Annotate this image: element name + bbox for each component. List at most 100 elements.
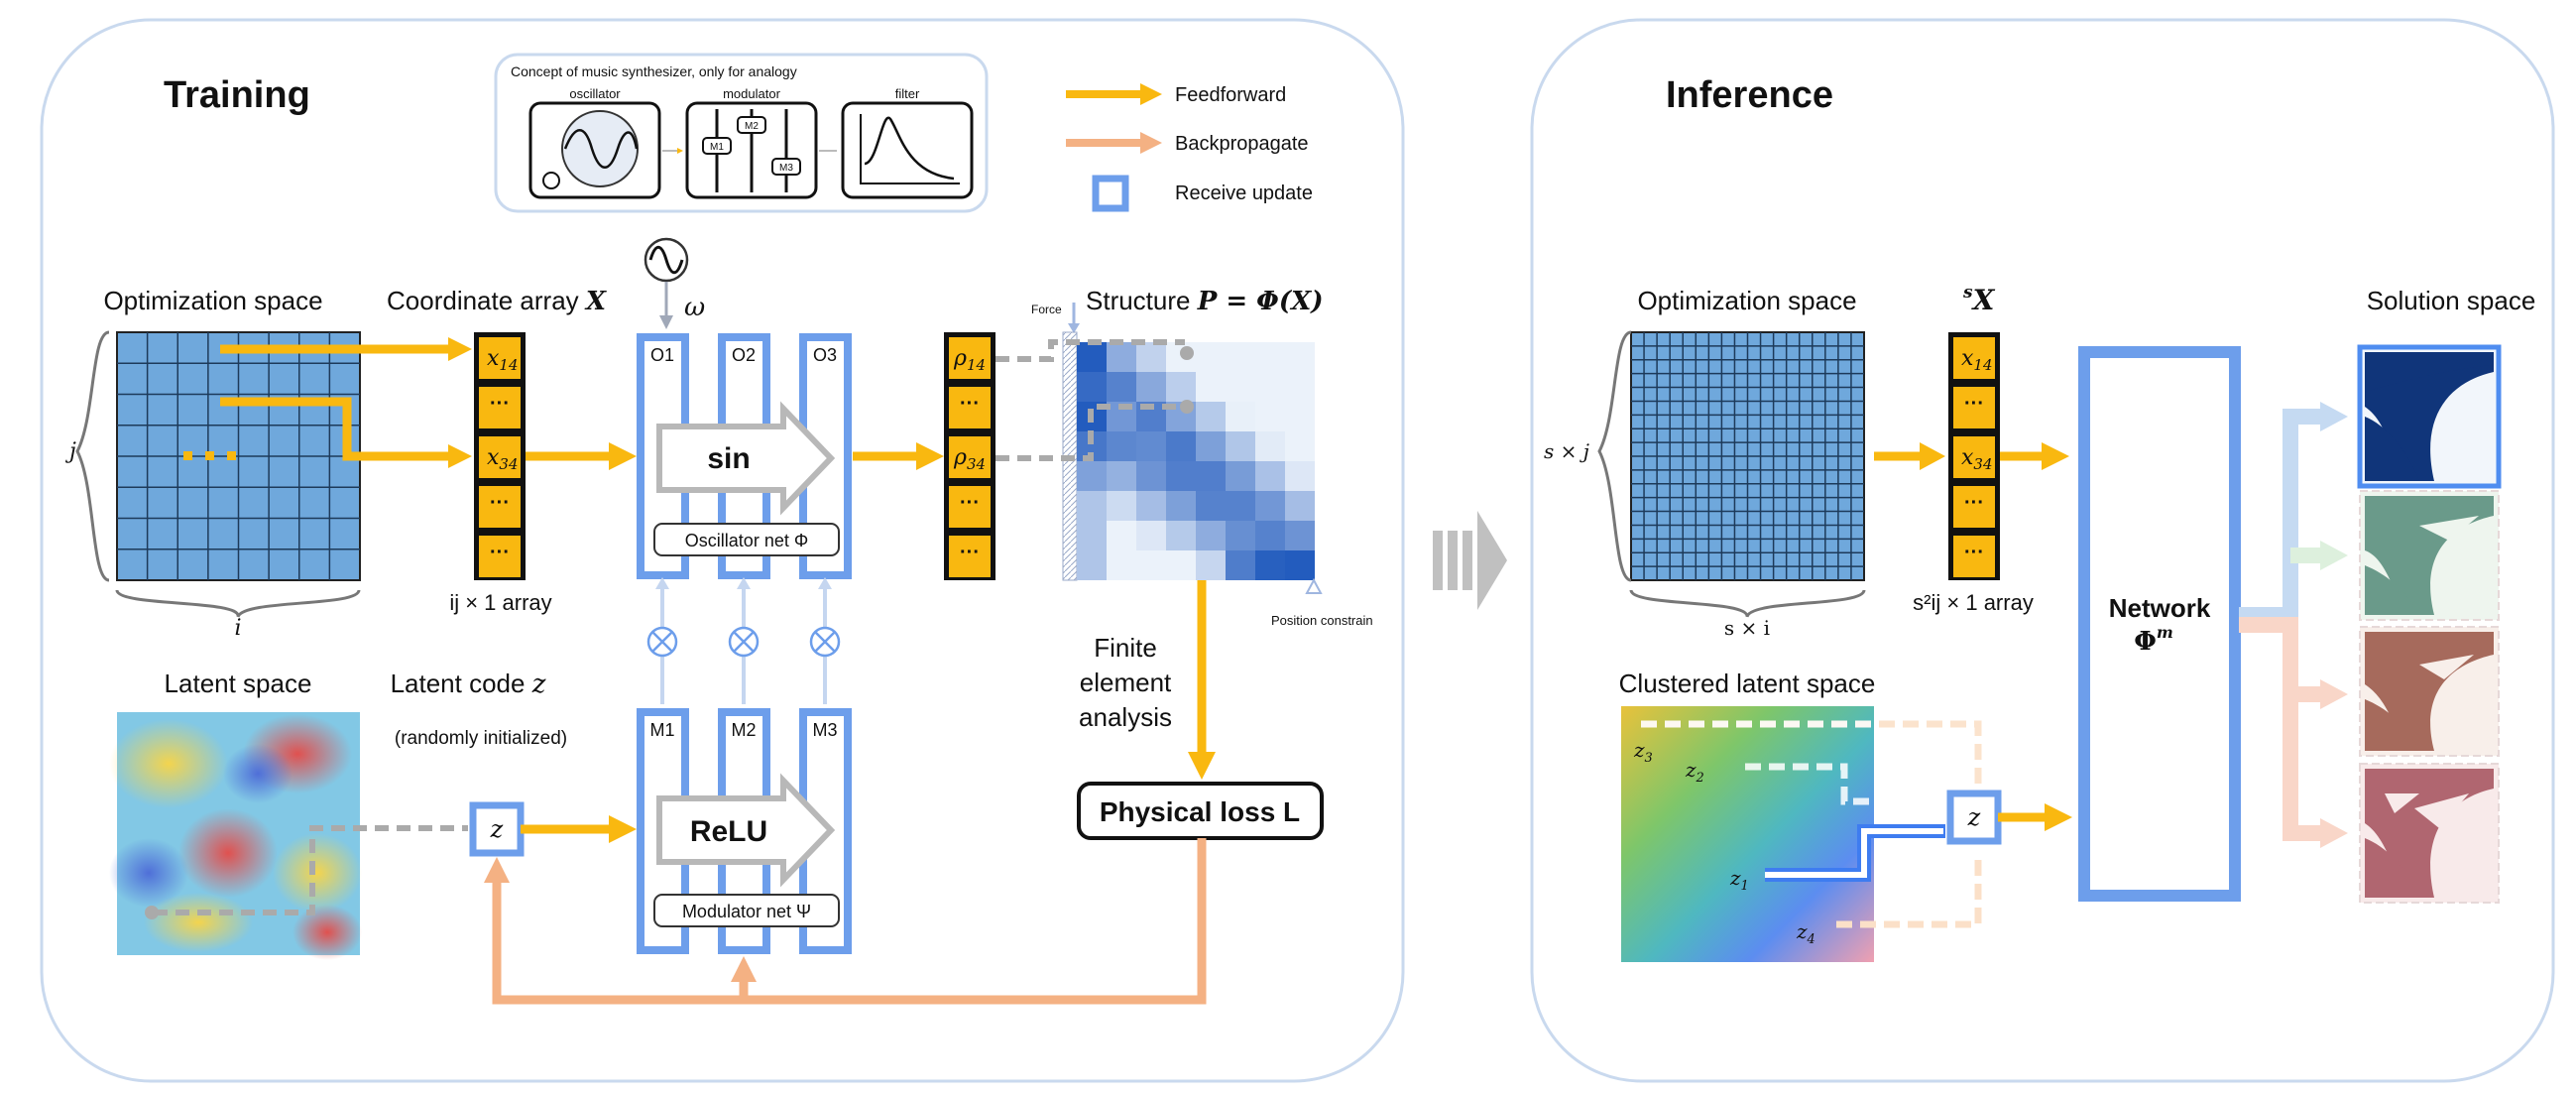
svg-text:x34: x34 [1961, 445, 1993, 473]
j-brace [75, 330, 110, 582]
density-cell [1285, 491, 1315, 521]
density-cell [1196, 431, 1226, 461]
density-cell [1255, 342, 1285, 372]
legend-receive-update: Receive update [1175, 183, 1313, 204]
density-cell [1226, 372, 1255, 402]
training-panel [40, 18, 1405, 1083]
svg-text:z: z [1967, 803, 1981, 831]
inf-coord-array: x14 ··· x34 ··· ··· [1948, 332, 2000, 580]
i-brace [115, 589, 361, 618]
oscillator-net-label: Oscillator net Φ [685, 531, 808, 550]
inf-latent-code-box [1946, 790, 2002, 845]
svg-text:···: ··· [960, 492, 980, 514]
density-cell [1136, 431, 1166, 461]
svg-text:M2: M2 [745, 121, 759, 132]
svg-text:z: z [490, 815, 504, 843]
density-cell [1136, 491, 1166, 521]
solution-1 [2357, 344, 2502, 489]
density-cell [1107, 550, 1136, 580]
density-cell [1107, 342, 1136, 372]
density-cell [1166, 461, 1196, 491]
density-cell [1136, 461, 1166, 491]
density-cell [1107, 372, 1136, 402]
density-cell [1285, 431, 1315, 461]
legend: Feedforward Backpropagate Receive update [1066, 83, 1313, 212]
svg-text:s × i: s × i [1724, 616, 1770, 640]
svg-text:z2: z2 [1685, 758, 1704, 786]
density-cell [1226, 431, 1255, 461]
svg-text:s × j: s × j [1544, 439, 1589, 463]
fea-line2: element [1080, 668, 1172, 697]
modulator-net-label: Modulator net Ψ [682, 902, 811, 921]
latent-space-map [109, 712, 362, 960]
density-cell [1255, 372, 1285, 402]
density-cell [1196, 461, 1226, 491]
density-cell [1285, 342, 1315, 372]
training-title: Training [164, 74, 310, 116]
omega-label: ω [684, 293, 705, 322]
density-cell [1077, 342, 1107, 372]
density-cell [1196, 402, 1226, 431]
latent-space-title: Latent space [165, 669, 312, 698]
density-cell [1196, 491, 1226, 521]
opt-space-title: Optimization space [103, 286, 322, 315]
coord-array: x14 ··· x34 ··· ··· [474, 332, 526, 580]
inf-sx-title: sX [1962, 283, 1996, 316]
density-cell [1107, 461, 1136, 491]
svg-text:z1: z1 [1729, 866, 1749, 894]
structure-density-field [1077, 342, 1315, 580]
latent-code-box [469, 801, 525, 857]
svg-text:modulator: modulator [723, 86, 780, 101]
solution-space-title: Solution space [2367, 286, 2536, 315]
density-cell [1255, 550, 1285, 580]
svg-text:j: j [64, 439, 76, 464]
synth-caption: Concept of music synthesizer, only for a… [511, 63, 797, 79]
solution-2 [2359, 490, 2500, 621]
density-cell [1166, 431, 1196, 461]
coord-array-title: Coordinate array X [387, 286, 608, 316]
density-array: ρ14 ··· ρ34 ··· ··· [944, 332, 995, 580]
density-cell [1255, 521, 1285, 550]
density-cell [1255, 491, 1285, 521]
legend-backpropagate: Backpropagate [1175, 133, 1309, 155]
inf-optimization-grid [1630, 331, 1865, 581]
density-cell [1285, 521, 1315, 550]
svg-text:···: ··· [1964, 542, 1984, 563]
density-cell [1285, 550, 1315, 580]
density-cell [1077, 550, 1107, 580]
density-cell [1077, 491, 1107, 521]
svg-text:O3: O3 [813, 345, 837, 365]
svg-text:···: ··· [490, 542, 510, 563]
svg-text:x14: x14 [1961, 346, 1993, 374]
density-cell [1166, 521, 1196, 550]
svg-text:ρ34: ρ34 [953, 445, 986, 473]
latent-code-note: (randomly initialized) [395, 728, 567, 749]
density-cell [1255, 431, 1285, 461]
density-cell [1285, 372, 1315, 402]
svg-text:ReLU: ReLU [690, 815, 767, 848]
fea-line1: Finite [1094, 633, 1157, 663]
density-cell [1196, 521, 1226, 550]
force-label: Force [1031, 303, 1062, 316]
inf-opt-space-title: Optimization space [1637, 286, 1856, 315]
relu-activation-arrow [656, 773, 836, 888]
modulator-net: M1 M2 M3 ReLU Modulator net Ψ [637, 708, 852, 954]
oscillator-net: O1 O2 O3 sin Oscillator net Φ [637, 333, 852, 579]
density-cell [1196, 372, 1226, 402]
density-cell [1166, 550, 1196, 580]
svg-text:Network: Network [2109, 593, 2211, 623]
svg-text:···: ··· [960, 542, 980, 563]
legend-feedforward: Feedforward [1175, 84, 1286, 106]
solution-4 [2359, 763, 2500, 904]
density-cell [1077, 521, 1107, 550]
inf-array-size: s²ij × 1 array [1913, 590, 2034, 615]
svg-text:sin: sin [707, 442, 750, 475]
svg-text:O2: O2 [732, 345, 756, 365]
inference-panel [1530, 18, 2555, 1083]
density-cell [1196, 342, 1226, 372]
density-cell [1226, 402, 1255, 431]
density-cell [1077, 372, 1107, 402]
physical-loss-label: Physical loss L [1100, 796, 1300, 827]
density-cell [1166, 491, 1196, 521]
